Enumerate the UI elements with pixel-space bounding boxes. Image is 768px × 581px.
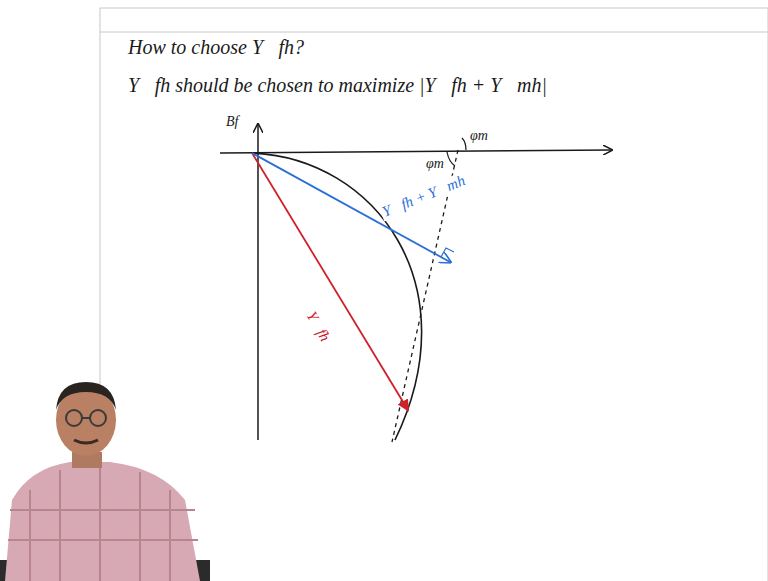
angle-label: φm xyxy=(426,156,444,172)
page-rule xyxy=(100,32,768,33)
handwritten-note: Y⃗fh should be chosen to maximize |Y⃗fh … xyxy=(128,74,547,97)
page-frame xyxy=(100,8,768,581)
angle-arc xyxy=(447,152,455,166)
vector-label: Y⃗fh xyxy=(301,307,334,347)
blue-vector xyxy=(252,153,450,262)
horizontal-axis xyxy=(220,150,612,153)
vector-label: Y⃗fh + Y⃗mh xyxy=(378,171,469,221)
lecturer-figure xyxy=(0,382,210,581)
right-angle-mark xyxy=(441,248,454,257)
red-vector xyxy=(252,153,408,410)
angle-arc xyxy=(462,138,466,150)
angle-label: φm xyxy=(470,128,488,144)
vertical-axis xyxy=(257,124,259,440)
heading-note: How to choose Y⃗fh? xyxy=(128,36,304,59)
axis-label: Bf xyxy=(226,114,238,130)
locus-curve xyxy=(252,153,422,440)
